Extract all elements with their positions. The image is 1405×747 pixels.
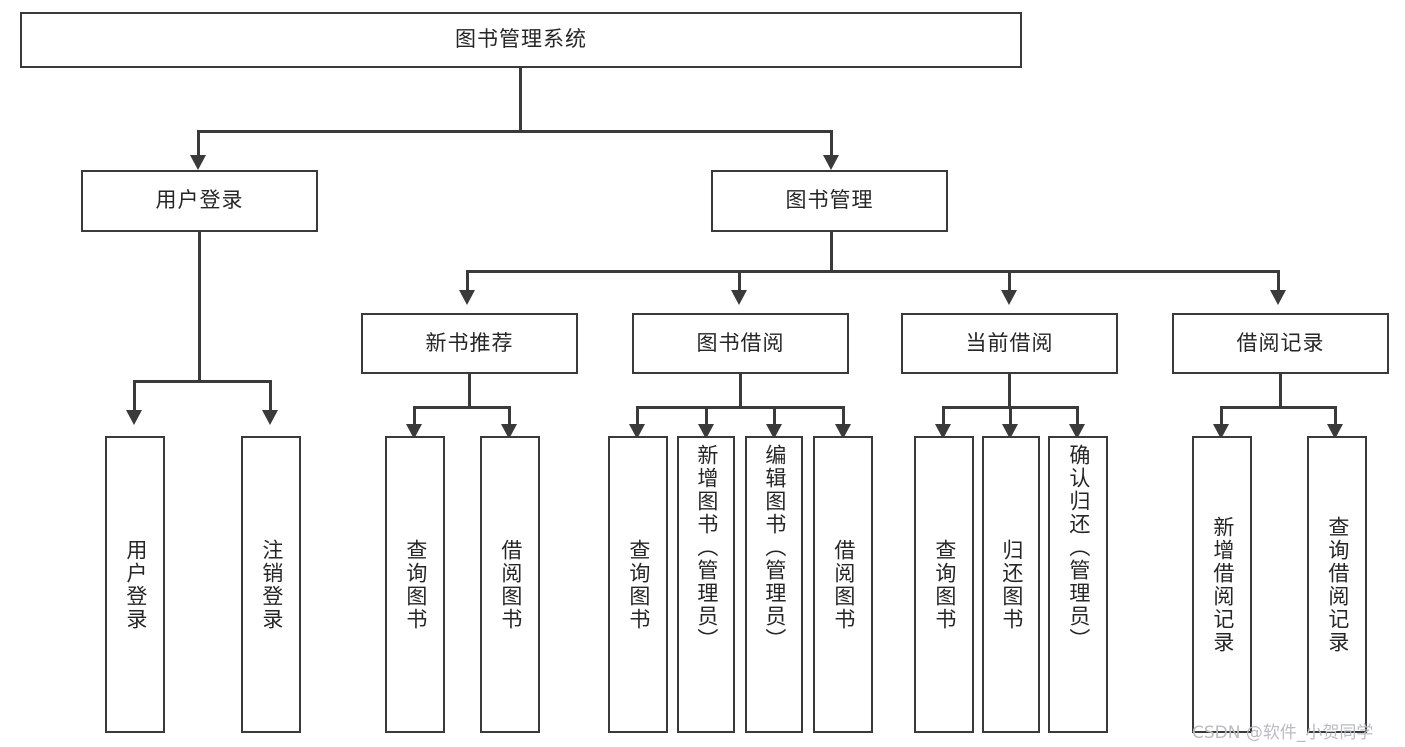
connector-bb-to-leaf-2 bbox=[705, 406, 708, 428]
connector-root-to-book-management bbox=[830, 130, 833, 158]
node-label: 图书借阅 bbox=[696, 330, 785, 355]
connector-current-borrow-stem bbox=[1008, 374, 1011, 408]
connector-br-to-leaf-1 bbox=[1220, 406, 1223, 428]
arrow-bm-to-borrow-record bbox=[1270, 290, 1286, 305]
watermark-csdn: CSDN @软件_小贺同学 bbox=[1192, 723, 1374, 743]
connector-br-to-leaf-2 bbox=[1334, 406, 1337, 428]
arrow-br-to-leaf-1 bbox=[1213, 424, 1229, 439]
connector-cb-to-leaf-1 bbox=[942, 406, 945, 428]
leaf-label: 查询图书 bbox=[403, 538, 428, 631]
arrow-bb-to-leaf-2 bbox=[698, 424, 714, 439]
connector-bb-to-leaf-1 bbox=[636, 406, 639, 428]
leaf-label: 归还图书 bbox=[999, 538, 1024, 631]
leaf-label: 查询图书 bbox=[932, 538, 957, 631]
arrow-bm-to-current-borrow bbox=[1001, 290, 1017, 305]
leaf-edit-book-admin[interactable]: 编辑图书（管理员） bbox=[745, 436, 803, 733]
connector-book-management-stem bbox=[830, 232, 833, 272]
arrow-br-to-leaf-2 bbox=[1327, 424, 1343, 439]
arrow-nbr-to-leaf-2 bbox=[501, 424, 517, 439]
node-label: 当前借阅 bbox=[965, 330, 1054, 355]
connector-nbr-to-leaf-1 bbox=[413, 406, 416, 428]
connector-user-login-bus bbox=[133, 380, 269, 383]
node-user-login[interactable]: 用户登录 bbox=[81, 170, 318, 232]
leaf-label: 查询图书 bbox=[626, 538, 651, 631]
node-new-book-recommend[interactable]: 新书推荐 bbox=[361, 313, 578, 374]
arrow-root-to-book-management bbox=[823, 155, 839, 170]
connector-book-management-bus bbox=[466, 270, 1280, 273]
connector-user-login-to-leaf-1 bbox=[133, 380, 136, 413]
connector-bb-to-leaf-4 bbox=[842, 406, 845, 428]
connector-bm-to-book-borrow bbox=[738, 270, 741, 292]
node-label: 用户登录 bbox=[155, 188, 244, 213]
node-label: 新书推荐 bbox=[425, 330, 514, 355]
connector-bm-to-borrow-record bbox=[1277, 270, 1280, 292]
node-book-management[interactable]: 图书管理 bbox=[711, 170, 948, 232]
arrow-nbr-to-leaf-1 bbox=[406, 424, 422, 439]
connector-cb-to-leaf-2 bbox=[1009, 406, 1012, 428]
connector-bb-to-leaf-3 bbox=[773, 406, 776, 428]
arrow-bm-to-new-book-rec bbox=[459, 290, 475, 305]
arrow-user-login-to-leaf-1 bbox=[126, 410, 142, 425]
leaf-label: 查询借阅记录 bbox=[1325, 515, 1350, 654]
connector-borrow-record-bus bbox=[1220, 406, 1337, 409]
arrow-bb-to-leaf-3 bbox=[766, 424, 782, 439]
leaf-user-login[interactable]: 用户登录 bbox=[105, 436, 165, 733]
connector-nbr-to-leaf-2 bbox=[508, 406, 511, 428]
leaf-confirm-return-admin[interactable]: 确认归还（管理员） bbox=[1048, 436, 1108, 733]
leaf-borrow-book-bb[interactable]: 借阅图书 bbox=[813, 436, 873, 733]
connector-root-stem bbox=[519, 68, 522, 132]
connector-user-login-to-leaf-2 bbox=[269, 380, 272, 413]
leaf-label: 注销登录 bbox=[259, 538, 284, 631]
node-label: 图书管理系统 bbox=[455, 27, 587, 52]
leaf-label: 确认归还（管理员） bbox=[1066, 444, 1091, 651]
arrow-bb-to-leaf-1 bbox=[629, 424, 645, 439]
leaf-query-book-bb[interactable]: 查询图书 bbox=[608, 436, 668, 733]
connector-user-login-stem bbox=[198, 232, 201, 382]
connector-new-book-rec-stem bbox=[468, 374, 471, 408]
connector-bm-to-current-borrow bbox=[1008, 270, 1011, 292]
leaf-label: 借阅图书 bbox=[831, 538, 856, 631]
leaf-label: 借阅图书 bbox=[498, 538, 523, 631]
leaf-label: 用户登录 bbox=[123, 538, 148, 631]
connector-book-borrow-bus bbox=[636, 406, 845, 409]
leaf-add-book-admin[interactable]: 新增图书（管理员） bbox=[677, 436, 735, 733]
arrow-root-to-user-login bbox=[190, 155, 206, 170]
leaf-label: 新增借阅记录 bbox=[1210, 515, 1235, 654]
connector-root-bus bbox=[197, 130, 833, 133]
leaf-query-borrow-record[interactable]: 查询借阅记录 bbox=[1307, 436, 1367, 733]
leaf-label: 新增图书（管理员） bbox=[694, 444, 719, 651]
connector-new-book-rec-bus bbox=[413, 406, 511, 409]
connector-book-borrow-stem bbox=[739, 374, 742, 408]
connector-borrow-record-stem bbox=[1279, 374, 1282, 408]
node-current-borrow[interactable]: 当前借阅 bbox=[901, 313, 1118, 374]
connector-cb-to-leaf-3 bbox=[1076, 406, 1079, 428]
leaf-add-borrow-record[interactable]: 新增借阅记录 bbox=[1192, 436, 1252, 733]
leaf-label: 编辑图书（管理员） bbox=[762, 444, 787, 651]
leaf-query-book-nbr[interactable]: 查询图书 bbox=[385, 436, 445, 733]
arrow-cb-to-leaf-2 bbox=[1002, 424, 1018, 439]
leaf-borrow-book-nbr[interactable]: 借阅图书 bbox=[480, 436, 540, 733]
arrow-bb-to-leaf-4 bbox=[835, 424, 851, 439]
connector-root-to-user-login bbox=[197, 130, 200, 158]
leaf-logout-login[interactable]: 注销登录 bbox=[241, 436, 301, 733]
node-root-book-management-system[interactable]: 图书管理系统 bbox=[20, 12, 1022, 68]
arrow-user-login-to-leaf-2 bbox=[262, 410, 278, 425]
arrow-cb-to-leaf-1 bbox=[935, 424, 951, 439]
leaf-return-book[interactable]: 归还图书 bbox=[982, 436, 1040, 733]
node-book-borrow[interactable]: 图书借阅 bbox=[632, 313, 849, 374]
node-label: 借阅记录 bbox=[1236, 330, 1325, 355]
arrow-cb-to-leaf-3 bbox=[1069, 424, 1085, 439]
node-label: 图书管理 bbox=[785, 188, 874, 213]
node-borrow-record[interactable]: 借阅记录 bbox=[1172, 313, 1389, 374]
connector-bm-to-new-book-rec bbox=[466, 270, 469, 292]
leaf-query-book-cb[interactable]: 查询图书 bbox=[914, 436, 974, 733]
arrow-bm-to-book-borrow bbox=[731, 290, 747, 305]
